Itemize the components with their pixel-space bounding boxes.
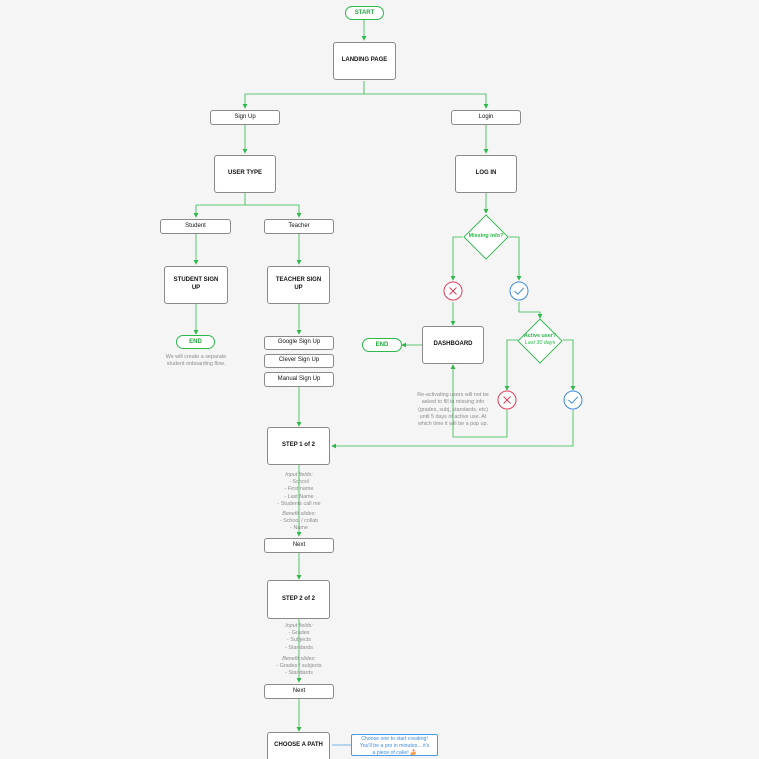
step1-benefit-items: - School / collab - Name [279,518,319,532]
check-circle-icon [563,390,583,410]
log-in-node: LOG IN [455,155,517,193]
student-note: We will create a separate student onboar… [165,354,227,368]
active-user-subtitle: Last 30 days [524,340,556,347]
landing-page-node: LANDING PAGE [333,42,396,80]
next-button-step1: Next [264,538,334,553]
step2-benefit-title: Benefit slides: [282,656,316,662]
end-student-terminal: END [176,335,215,349]
step2-input-items: - Grades - Subjects - Standards [285,630,313,651]
manual-signup-node: Manual Sign Up [264,372,334,387]
reactivate-note: Re-activating users will not be asked to… [417,392,489,428]
user-type-node: USER TYPE [214,155,276,193]
teacher-node: Teacher [264,219,334,234]
step2-node: STEP 2 of 2 [267,580,330,619]
next-button-step2: Next [264,684,334,699]
step1-input-title: Input fields: [285,472,313,478]
active-user-label: Active user? Last 30 days [514,333,566,347]
step1-input-items: - School - First name - Last Name - Stud… [277,479,321,507]
x-circle-icon [497,390,517,410]
google-signup-node: Google Sign Up [264,336,334,350]
active-user-title: Active user? [523,333,557,339]
path-note: Choose one to start creating! You'll be … [351,734,438,756]
signup-node: Sign Up [210,110,280,125]
missing-info-decision [463,214,509,260]
start-terminal: START [345,6,384,20]
student-node: Student [160,219,231,234]
step1-node: STEP 1 of 2 [267,427,330,465]
step1-benefit-title: Benefit slides: [282,511,316,517]
active-user-decision [517,318,563,364]
teacher-signup-node: TEACHER SIGN UP [267,266,330,304]
step2-input-title: Input fields: [285,623,313,629]
missing-info-label: Missing info? [468,233,504,239]
x-circle-icon [443,281,463,301]
student-signup-node: STUDENT SIGN UP [164,266,228,304]
dashboard-node: DASHBOARD [422,326,484,364]
login-node: Login [451,110,521,125]
clever-signup-node: Clever Sign Up [264,354,334,368]
end-dashboard-terminal: END [362,338,402,352]
choose-path-node: CHOOSE A PATH [267,732,330,759]
step2-benefit-items: - Grades / subjects - Standards [276,663,322,677]
check-circle-icon [509,281,529,301]
